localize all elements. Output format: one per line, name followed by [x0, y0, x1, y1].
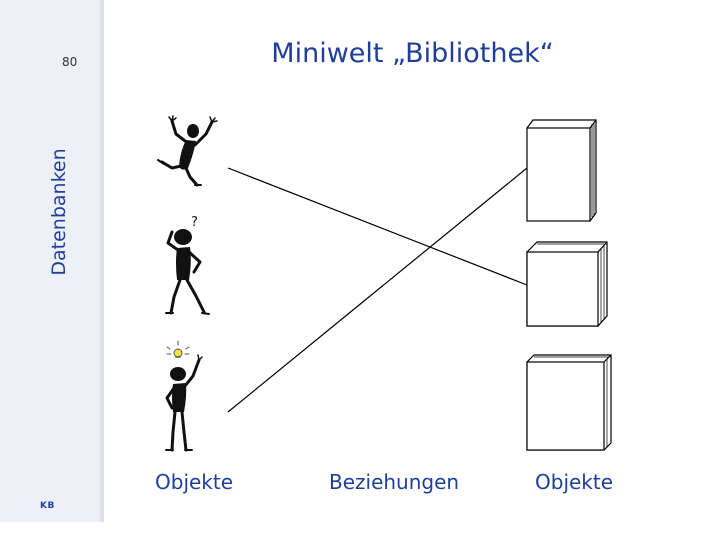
sidebar-edge: [100, 0, 104, 522]
caption-relationships: Beziehungen: [329, 470, 460, 494]
relation-line-1: [227, 167, 528, 286]
thinking-person-icon: ?: [165, 215, 210, 315]
lightbulb-icon: [166, 340, 190, 358]
relation-line-2: [227, 167, 528, 413]
book-top-icon: [526, 119, 597, 223]
slide-title: Miniwelt „Bibliothek“: [271, 38, 554, 69]
sidebar: [0, 0, 100, 522]
jumping-person-icon: [157, 115, 218, 187]
book-bottom-icon: [526, 354, 612, 451]
svg-text:?: ?: [191, 215, 198, 230]
caption-objects-left: Objekte: [155, 470, 234, 494]
footer-mark: KB: [40, 501, 55, 511]
caption-objects-right: Objekte: [535, 470, 614, 494]
idea-person-icon: [165, 340, 203, 452]
page-number: 80: [62, 55, 78, 69]
book-middle-icon: [526, 241, 608, 327]
